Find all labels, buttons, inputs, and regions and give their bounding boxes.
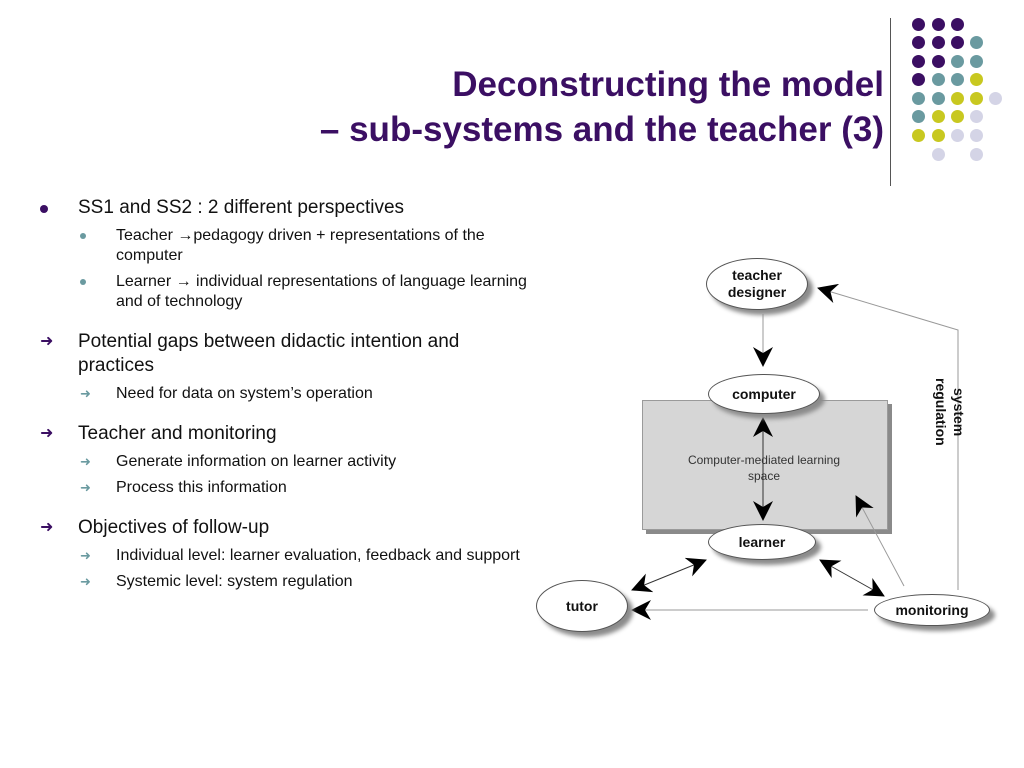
sub-bullet-item: ➜ Individual level: learner evaluation, … [36, 546, 536, 566]
bullet-list: SS1 and SS2 : 2 different perspectives T… [36, 196, 536, 592]
arrow-right-icon: ➜ [40, 333, 54, 350]
bullet-text: Teacher and monitoring [78, 423, 277, 444]
sub-bullet-item: ➜ Need for data on system’s operation [36, 384, 536, 404]
bullet-disc-icon [80, 233, 86, 239]
dot [951, 55, 964, 68]
sub-bullet-text: Need for data on system’s operation [116, 385, 373, 402]
dot [932, 73, 945, 86]
arrow-right-icon: ➜ [80, 480, 91, 495]
dot [970, 55, 983, 68]
dot [970, 148, 983, 161]
dot [912, 110, 925, 123]
dot [970, 129, 983, 142]
model-diagram: Computer-mediated learning space teacher… [520, 240, 1024, 660]
dot [989, 92, 1002, 105]
bullet-text: Objectives of follow-up [78, 517, 270, 538]
bullet-text: Potential gaps between didactic intentio… [78, 331, 460, 376]
bullet-item: ➜ Objectives of follow-up [36, 516, 536, 540]
sub-bullet-item: Learner → individual representations of … [36, 272, 536, 312]
arrow-right-icon: ➜ [80, 386, 91, 401]
sub-bullet-text: Process this information [116, 479, 287, 496]
arrow-right-icon: ➜ [40, 425, 54, 442]
sub-bullet-item: ➜ Generate information on learner activi… [36, 452, 536, 472]
node-computer: computer [708, 374, 820, 414]
diagram-connectors [631, 283, 959, 620]
sub-bullet-item: Teacher →pedagogy driven + representatio… [36, 226, 536, 266]
dot [912, 73, 925, 86]
dot [951, 73, 964, 86]
sub-bullet-text: Generate information on learner activity [116, 453, 397, 470]
bullet-disc-icon [80, 279, 86, 285]
arrow-right-icon: ➜ [40, 519, 54, 536]
dot [932, 129, 945, 142]
node-monitoring: monitoring [874, 594, 990, 626]
title-line-2: – sub-systems and the teacher (3) [319, 110, 884, 149]
dot [932, 148, 945, 161]
slide-title: Deconstructing the model – sub-systems a… [124, 62, 884, 152]
node-teacher-designer: teacher designer [706, 258, 808, 310]
arrow-right-icon: ➜ [80, 574, 91, 589]
dot [912, 36, 925, 49]
arrow-system-regulation [817, 283, 959, 590]
dot [912, 92, 925, 105]
dot [912, 129, 925, 142]
bullet-item: ➜ Potential gaps between didactic intent… [36, 330, 536, 378]
system-regulation-label: system regulation [933, 378, 967, 446]
dot [970, 73, 983, 86]
title-line-1: Deconstructing the model [452, 65, 884, 104]
arrow-right-icon: ➜ [80, 548, 91, 563]
node-tutor: tutor [536, 580, 628, 632]
sub-bullet-text: Learner → individual representations of … [116, 273, 527, 310]
dot [951, 110, 964, 123]
sub-bullet-text: Systemic level: system regulation [116, 573, 353, 590]
sub-bullet-item: ➜ Systemic level: system regulation [36, 572, 536, 592]
dot [912, 18, 925, 31]
dot [970, 36, 983, 49]
bullet-disc-icon [40, 205, 48, 213]
bullet-item: SS1 and SS2 : 2 different perspectives [36, 196, 536, 220]
dot [970, 92, 983, 105]
arrow-monitoring-to-space [855, 495, 905, 587]
dot [951, 129, 964, 142]
dot [932, 36, 945, 49]
dot [932, 18, 945, 31]
bullet-item: ➜ Teacher and monitoring [36, 422, 536, 446]
sub-bullet-text: Individual level: learner evaluation, fe… [116, 547, 520, 564]
vertical-divider [890, 18, 891, 186]
arrow-tutor-learner [631, 557, 707, 593]
sub-bullet-text: Teacher →pedagogy driven + representatio… [116, 227, 485, 264]
sub-bullet-item: ➜ Process this information [36, 478, 536, 498]
node-learner: learner [708, 524, 816, 560]
arrow-right-icon: ➜ [80, 454, 91, 469]
dot [932, 92, 945, 105]
arrow-learner-monitoring [819, 559, 885, 597]
dot [951, 36, 964, 49]
dot [912, 55, 925, 68]
dot [951, 18, 964, 31]
bullet-text: SS1 and SS2 : 2 different perspectives [78, 197, 405, 218]
dot [970, 110, 983, 123]
dot [932, 110, 945, 123]
dot [951, 92, 964, 105]
dot [932, 55, 945, 68]
